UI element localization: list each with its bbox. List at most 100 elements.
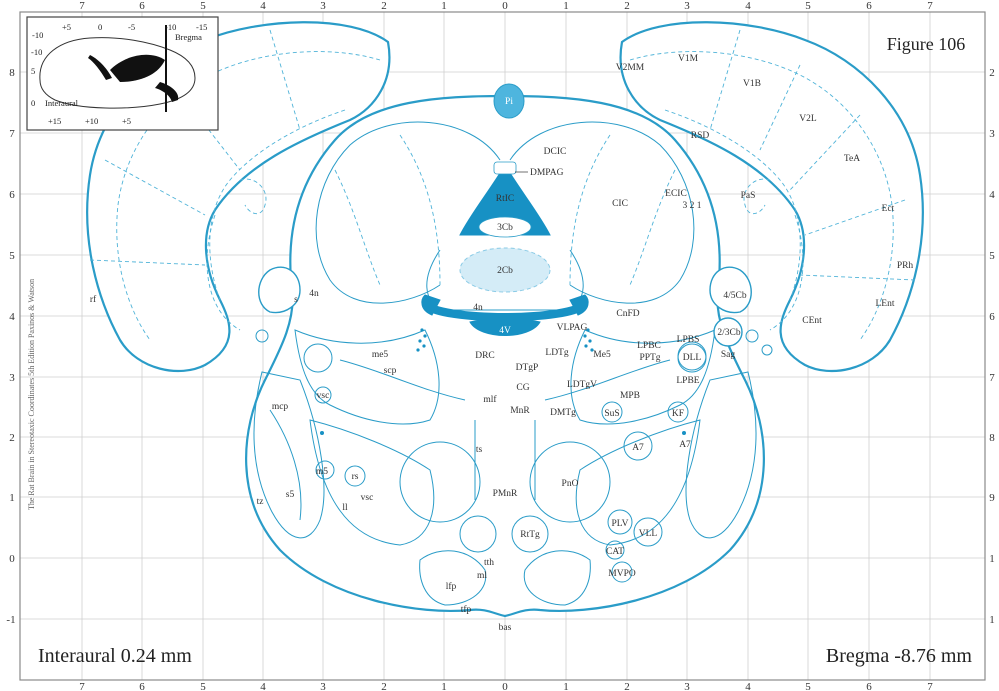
tick-left: 1 bbox=[9, 492, 15, 504]
tick-top: 1 bbox=[441, 0, 447, 12]
tick-top: 3 bbox=[684, 0, 690, 12]
label-plv: PLV bbox=[611, 519, 628, 529]
label-s: s bbox=[294, 295, 298, 305]
label-prh: PRh bbox=[897, 261, 914, 271]
label-m5: m5 bbox=[316, 467, 328, 477]
tick-bottom: 3 bbox=[684, 681, 690, 691]
tick-top: 5 bbox=[200, 0, 206, 12]
inset-tick: -5 bbox=[128, 22, 135, 32]
tick-right: 1 bbox=[989, 553, 995, 565]
tick-left: 6 bbox=[9, 189, 15, 201]
label-bas: bas bbox=[499, 623, 512, 633]
inset-tick: -10 bbox=[31, 47, 42, 57]
tick-right: 2 bbox=[989, 67, 995, 79]
label-23cb: 2/3Cb bbox=[717, 328, 740, 338]
tick-bottom: 4 bbox=[260, 681, 266, 691]
tick-top: 6 bbox=[866, 0, 872, 12]
tick-bottom: 6 bbox=[866, 681, 872, 691]
tick-top: 2 bbox=[624, 0, 630, 12]
label-mvpo: MVPO bbox=[608, 569, 636, 579]
label-lent: LEnt bbox=[876, 299, 895, 309]
figure-label: Figure 106 bbox=[887, 34, 966, 54]
right-cerebellar-lateral bbox=[710, 267, 751, 312]
tick-bottom: 2 bbox=[381, 681, 387, 691]
label-v1b: V1B bbox=[743, 79, 761, 89]
inset-tick: 5 bbox=[31, 66, 35, 76]
label-rsd: RSD bbox=[691, 131, 710, 141]
tick-left: 4 bbox=[9, 311, 15, 323]
label-pi: Pi bbox=[505, 97, 513, 107]
label-lfp: lfp bbox=[446, 581, 457, 592]
tick-bottom: 7 bbox=[927, 681, 933, 691]
interaural-label: Interaural 0.24 mm bbox=[38, 645, 192, 667]
label-4v: 4V bbox=[499, 326, 511, 336]
axis-bottom: 7 6 5 4 3 2 1 0 1 2 3 4 5 6 7 bbox=[79, 681, 933, 691]
inset-tick: +10 bbox=[85, 116, 98, 126]
label-cnfd: CnFD bbox=[616, 309, 639, 319]
label-pno: PnO bbox=[562, 479, 579, 489]
tick-left: 2 bbox=[9, 432, 15, 444]
tick-left: 0 bbox=[9, 553, 15, 565]
label-dmpag: DMPAG bbox=[530, 168, 564, 178]
label-pptg: PPTg bbox=[639, 353, 660, 363]
label-ect: Ect bbox=[882, 204, 895, 214]
label-tth: tth bbox=[484, 558, 494, 568]
label-cent: CEnt bbox=[802, 316, 822, 326]
label-sag: Sag bbox=[721, 350, 736, 360]
inset-interaural: Interaural bbox=[45, 98, 79, 108]
label-tfp: tfp bbox=[461, 604, 472, 615]
axis-right: 2 3 4 5 6 7 8 9 1 1 bbox=[989, 67, 995, 626]
label-sus: SuS bbox=[604, 409, 619, 419]
label-s5: s5 bbox=[286, 490, 295, 500]
axis-left: 8 7 6 5 4 3 2 1 0 -1 bbox=[6, 67, 15, 626]
label-scp: scp bbox=[384, 366, 397, 376]
tick-right: 9 bbox=[989, 492, 995, 504]
label-rttg: RtTg bbox=[520, 530, 540, 540]
label-me5-left: me5 bbox=[372, 350, 389, 360]
inset-tick: -10 bbox=[32, 30, 43, 40]
label-v2l: V2L bbox=[799, 114, 817, 124]
label-2cb: 2Cb bbox=[497, 266, 513, 276]
tick-top: 2 bbox=[381, 0, 387, 12]
label-cat: CAT bbox=[606, 547, 624, 557]
tick-right: 3 bbox=[989, 128, 995, 140]
inset-tick: 0 bbox=[31, 98, 35, 108]
left-hippocampal-fold bbox=[240, 179, 266, 214]
tick-left: 7 bbox=[9, 128, 15, 140]
label-mpb: MPB bbox=[620, 391, 640, 401]
label-mlf: mlf bbox=[483, 394, 497, 405]
tick-bottom: 5 bbox=[805, 681, 811, 691]
tick-bottom: 6 bbox=[139, 681, 145, 691]
tick-top: 6 bbox=[139, 0, 145, 12]
tick-top: 7 bbox=[79, 0, 85, 12]
label-45cb: 4/5Cb bbox=[723, 291, 746, 301]
label-me5-right: Me5 bbox=[593, 350, 611, 360]
label-cg: CG bbox=[516, 383, 529, 393]
label-v1m: V1M bbox=[678, 54, 699, 64]
label-lpbs: LPBS bbox=[677, 335, 700, 345]
label-lpbc: LPBC bbox=[637, 341, 661, 351]
tick-bottom: 1 bbox=[441, 681, 447, 691]
label-rs: rs bbox=[352, 472, 359, 482]
tick-top: 3 bbox=[320, 0, 326, 12]
label-pmnr: PMnR bbox=[493, 489, 518, 499]
label-mnr: MnR bbox=[510, 406, 530, 416]
label-vlpag: VLPAG bbox=[557, 323, 588, 333]
label-drc: DRC bbox=[475, 351, 495, 361]
label-ml: ml bbox=[477, 571, 487, 581]
label-dtgp: DTgP bbox=[516, 363, 539, 373]
tick-top: 5 bbox=[805, 0, 811, 12]
tick-left: 5 bbox=[9, 250, 15, 262]
inset-tick: +5 bbox=[62, 22, 71, 32]
label-vsc2: vsc bbox=[361, 493, 374, 503]
inset-bregma: Bregma bbox=[175, 32, 202, 42]
label-lpbe: LPBE bbox=[676, 376, 699, 386]
tick-right: 8 bbox=[989, 432, 995, 444]
label-dmtg: DMTg bbox=[550, 408, 576, 418]
label-ldtgv: LDTgV bbox=[567, 380, 597, 390]
side-credit: The Rat Brain in Stereotaxic Coordinates… bbox=[27, 279, 36, 510]
label-tea: TeA bbox=[844, 154, 860, 164]
label-dll: DLL bbox=[683, 353, 702, 363]
